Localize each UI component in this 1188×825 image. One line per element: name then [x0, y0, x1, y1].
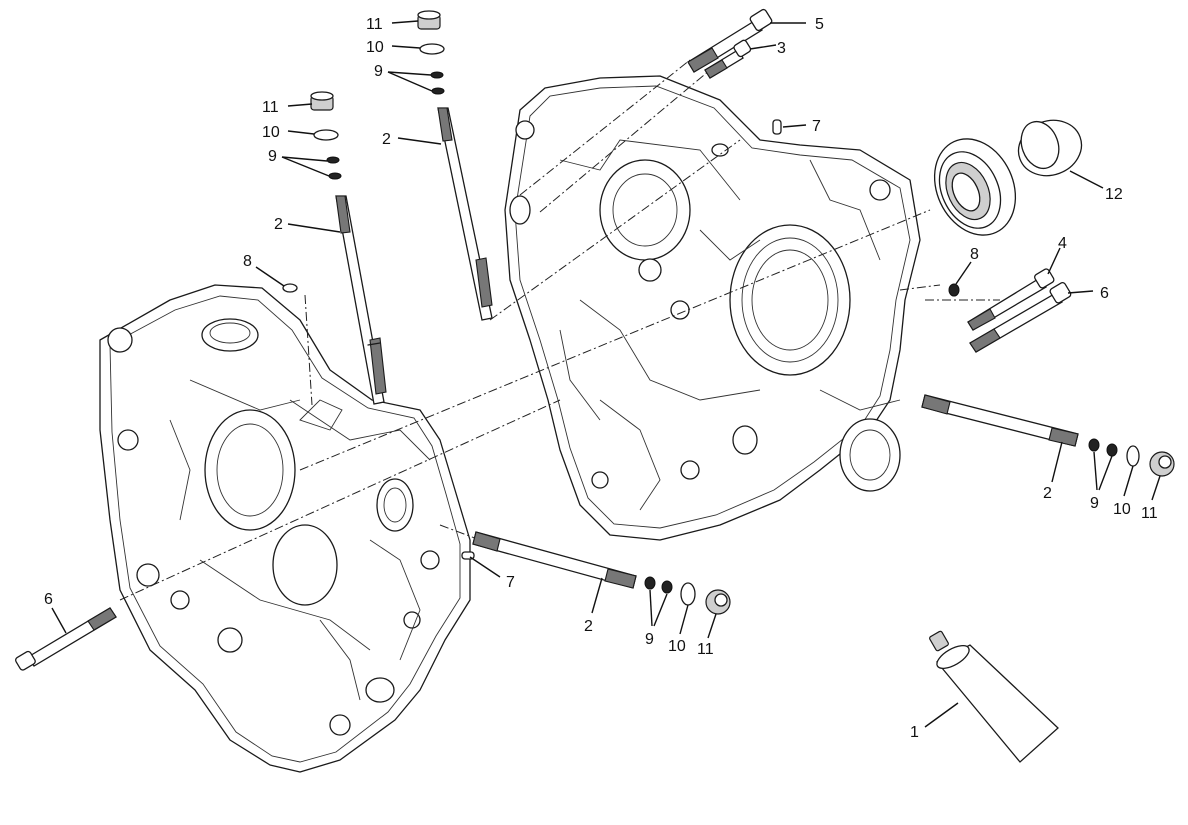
callout-12: 12 — [1105, 186, 1123, 203]
stud — [472, 531, 637, 589]
roller-bearing — [933, 138, 1017, 236]
sealant-tube — [929, 630, 1059, 763]
stud — [335, 195, 387, 405]
o-ring — [431, 87, 445, 95]
dowel-pin-upper — [772, 119, 782, 135]
callout-10: 10 — [1113, 501, 1131, 518]
callout-2: 2 — [584, 618, 593, 635]
o-ring — [326, 156, 340, 164]
callout-10: 10 — [668, 638, 686, 655]
washer — [313, 129, 339, 141]
callout-3: 3 — [777, 40, 786, 57]
right-crankcase-half — [504, 75, 921, 541]
screw-3 — [704, 39, 752, 79]
stud-assembly-right — [921, 394, 1175, 477]
callout-9: 9 — [645, 631, 654, 648]
washer — [680, 582, 696, 606]
left-crankcase-half — [99, 284, 471, 773]
flange-nut — [705, 589, 731, 615]
o-ring-left — [282, 283, 298, 293]
flange-nut — [310, 91, 334, 111]
stud-assembly-center-upper — [417, 10, 493, 321]
callout-2: 2 — [1043, 485, 1052, 502]
callout-9: 9 — [268, 148, 277, 165]
callout-7: 7 — [812, 118, 821, 135]
stud-assembly-lower — [461, 531, 731, 615]
o-ring — [644, 576, 656, 590]
callout-10: 10 — [366, 39, 384, 56]
assembly-center-lines — [119, 59, 1000, 601]
callout-11: 11 — [262, 99, 279, 116]
callout-11: 11 — [697, 641, 714, 658]
callout-10: 10 — [262, 124, 280, 141]
stud — [437, 107, 493, 321]
callout-9: 9 — [1090, 495, 1099, 512]
o-ring — [1088, 438, 1100, 452]
bearing-outer-ring — [1017, 119, 1083, 177]
o-ring — [1106, 443, 1118, 457]
callout-2: 2 — [274, 216, 283, 233]
o-ring — [328, 172, 342, 180]
flange-nut — [417, 10, 441, 30]
callout-8: 8 — [243, 253, 252, 270]
callout-9: 9 — [374, 63, 383, 80]
callout-1: 1 — [910, 724, 919, 741]
callout-7: 7 — [506, 574, 515, 591]
leader-lines — [51, 20, 1161, 728]
screw-4 — [967, 268, 1055, 331]
callout-4: 4 — [1058, 235, 1067, 252]
callout-5: 5 — [815, 16, 824, 33]
callout-labels: 11 10 9 2 11 10 9 2 5 3 7 12 8 8 4 6 2 9… — [44, 16, 1158, 741]
o-ring — [661, 580, 673, 594]
o-ring — [430, 71, 444, 79]
screw-6-right — [969, 281, 1072, 353]
o-ring-right — [948, 283, 960, 297]
callout-2: 2 — [382, 131, 391, 148]
flange-nut — [1149, 451, 1175, 477]
callout-8: 8 — [970, 246, 979, 263]
washer — [1126, 445, 1140, 467]
washer — [419, 43, 445, 55]
screw-5 — [687, 8, 773, 73]
callout-6: 6 — [1100, 285, 1109, 302]
stud — [921, 394, 1079, 447]
screw-6-left — [15, 607, 117, 671]
callout-11: 11 — [366, 16, 383, 33]
callout-11: 11 — [1141, 505, 1158, 522]
callout-6: 6 — [44, 591, 53, 608]
stud-assembly-left-upper — [310, 91, 387, 405]
